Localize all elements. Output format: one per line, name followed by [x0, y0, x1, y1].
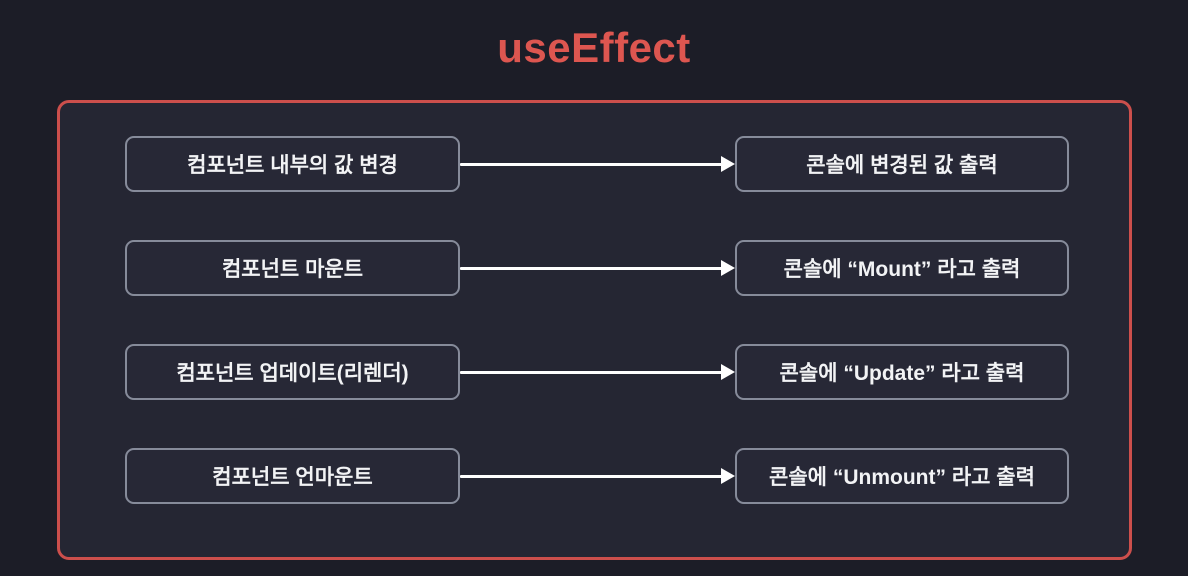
arrow-line — [460, 370, 724, 374]
arrow-line — [460, 266, 724, 270]
right-arrow-icon — [460, 136, 735, 192]
effect-box-4: 콘솔에 “Unmount” 라고 출력 — [735, 448, 1069, 504]
arrow-head — [721, 156, 735, 172]
diagram-panel: 컴포넌트 내부의 값 변경 콘솔에 변경된 값 출력 컴포넌트 마운트 콘솔에 … — [57, 100, 1132, 560]
effect-box-2: 콘솔에 “Mount” 라고 출력 — [735, 240, 1069, 296]
right-arrow-icon — [460, 344, 735, 400]
cause-box-3: 컴포넌트 업데이트(리렌더) — [125, 344, 460, 400]
right-arrow-icon — [460, 448, 735, 504]
arrow-head — [721, 364, 735, 380]
cause-box-2: 컴포넌트 마운트 — [125, 240, 460, 296]
diagram-row-2: 컴포넌트 마운트 콘솔에 “Mount” 라고 출력 — [125, 240, 1069, 296]
right-arrow-icon — [460, 240, 735, 296]
diagram-row-4: 컴포넌트 언마운트 콘솔에 “Unmount” 라고 출력 — [125, 448, 1069, 504]
effect-box-3: 콘솔에 “Update” 라고 출력 — [735, 344, 1069, 400]
arrow-head — [721, 260, 735, 276]
cause-box-4: 컴포넌트 언마운트 — [125, 448, 460, 504]
cause-box-1: 컴포넌트 내부의 값 변경 — [125, 136, 460, 192]
page-title: useEffect — [497, 24, 691, 71]
arrow-line — [460, 474, 724, 478]
diagram-row-1: 컴포넌트 내부의 값 변경 콘솔에 변경된 값 출력 — [125, 136, 1069, 192]
diagram-row-3: 컴포넌트 업데이트(리렌더) 콘솔에 “Update” 라고 출력 — [125, 344, 1069, 400]
arrow-line — [460, 162, 724, 166]
effect-box-1: 콘솔에 변경된 값 출력 — [735, 136, 1069, 192]
arrow-head — [721, 468, 735, 484]
